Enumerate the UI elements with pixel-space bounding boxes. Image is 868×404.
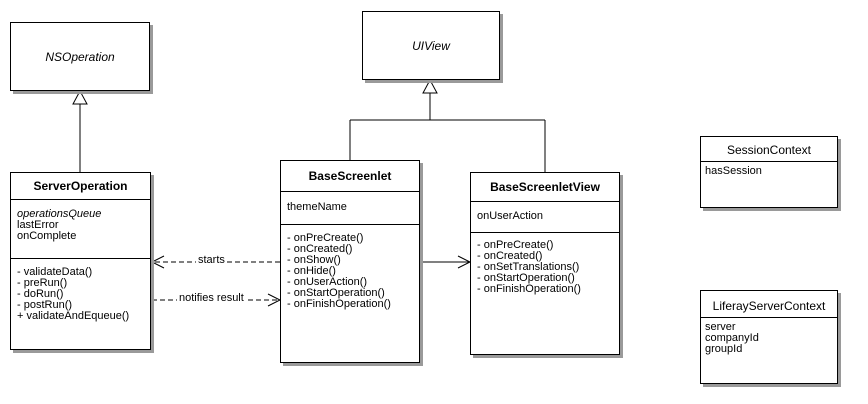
method-item: - postRun(): [17, 299, 73, 311]
method-item: - onSetTranslations(): [477, 261, 580, 273]
liferayservercontext-class: LiferayServerContext server companyId gr…: [700, 290, 838, 384]
method-item: - onCreated(): [477, 250, 543, 262]
attribute-item: lastError: [17, 219, 59, 231]
starts-label: starts: [196, 254, 227, 266]
method-item: - onPreCreate(): [287, 232, 364, 244]
sessioncontext-title: SessionContext: [726, 143, 812, 157]
method-item: - doRun(): [17, 288, 64, 300]
basescreenletview-methods: - onPreCreate() - onCreated() - onSetTra…: [477, 240, 617, 295]
method-item: - onFinishOperation(): [477, 283, 581, 295]
uiview-class: UIView: [362, 11, 500, 80]
attribute-item: groupId: [705, 343, 743, 355]
serveroperation-title: ServerOperation: [33, 179, 128, 193]
inheritance-arrowhead-nsoperation: [72, 89, 88, 105]
method-item: - onStartOperation(): [287, 287, 385, 299]
basescreenlet-attributes: themeName: [287, 202, 417, 213]
method-item: + validateAndEqueue(): [17, 310, 130, 322]
attribute-item: hasSession: [705, 165, 762, 177]
basescreenlet-title: BaseScreenlet: [308, 169, 392, 183]
inheritance-arrowhead-uiview: [422, 78, 438, 94]
basescreenlet-class: BaseScreenlet themeName - onPreCreate() …: [280, 160, 420, 363]
attribute-item: server: [705, 321, 736, 333]
basescreenletview-title: BaseScreenletView: [490, 180, 600, 194]
method-item: - onUserAction(): [287, 276, 368, 288]
basescreenletview-divider-1: [471, 201, 619, 202]
basescreenletview-divider-2: [471, 232, 619, 233]
notifies-result-label: notifies result: [177, 292, 246, 304]
method-item: - onFinishOperation(): [287, 298, 391, 310]
attribute-item: onComplete: [17, 230, 77, 242]
nsoperation-title: NSOperation: [45, 49, 115, 64]
method-item: - onShow(): [287, 254, 341, 266]
uiview-title: UIView: [412, 38, 450, 53]
liferayservercontext-divider: [701, 317, 837, 318]
starts-arrowhead: [150, 255, 165, 269]
basescreenlet-methods: - onPreCreate() - onCreated() - onShow()…: [287, 233, 417, 310]
basescreenletview-attributes: onUserAction: [477, 211, 617, 222]
sessioncontext-attributes: hasSession: [705, 166, 835, 177]
serveroperation-divider-2: [11, 258, 150, 259]
attribute-item: companyId: [705, 332, 759, 344]
basescreenlet-divider-2: [281, 224, 419, 225]
attribute-item: operationsQueue: [17, 208, 102, 220]
method-item: - onPreCreate(): [477, 239, 554, 251]
sessioncontext-divider: [701, 161, 837, 162]
liferayservercontext-attributes: server companyId groupId: [705, 322, 835, 355]
method-item: - preRun(): [17, 277, 68, 289]
sessioncontext-class: SessionContext hasSession: [700, 136, 838, 208]
method-item: - onHide(): [287, 265, 336, 277]
attribute-item: themeName: [287, 201, 347, 213]
serveroperation-class: ServerOperation operationsQueue lastErro…: [10, 172, 151, 350]
serveroperation-divider-1: [11, 199, 150, 200]
liferayservercontext-title: LiferayServerContext: [712, 299, 826, 313]
nsoperation-class: NSOperation: [10, 22, 150, 91]
method-item: - onStartOperation(): [477, 272, 575, 284]
method-item: - validateData(): [17, 266, 93, 278]
basescreenlet-divider-1: [281, 191, 419, 192]
serveroperation-attributes: operationsQueue lastError onComplete: [17, 209, 148, 242]
method-item: - onCreated(): [287, 243, 353, 255]
basescreenletview-class: BaseScreenletView onUserAction - onPreCr…: [470, 172, 620, 355]
serveroperation-methods: - validateData() - preRun() - doRun() - …: [17, 267, 148, 322]
attribute-item: onUserAction: [477, 210, 544, 222]
